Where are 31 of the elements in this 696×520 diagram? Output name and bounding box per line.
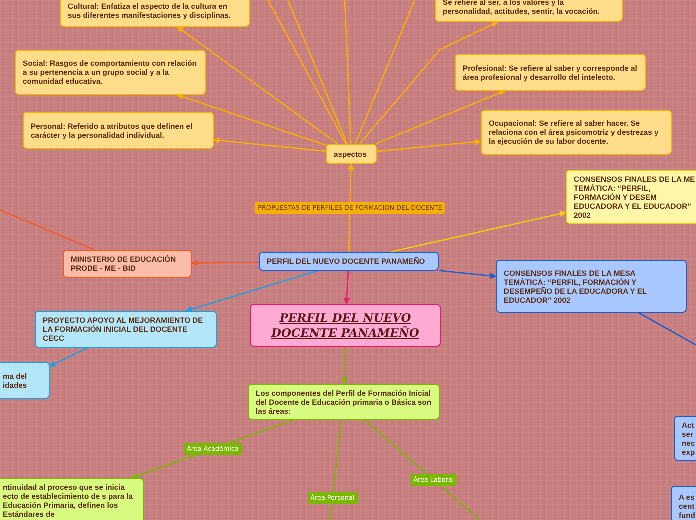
connector-arrow xyxy=(438,270,497,280)
topic-box xyxy=(63,250,192,278)
connector-arrow xyxy=(344,270,350,305)
topic-box xyxy=(35,311,217,348)
connector-arrow xyxy=(360,21,499,144)
connector-arrow xyxy=(191,260,259,266)
connector-arrow xyxy=(177,26,338,145)
topic-box xyxy=(15,50,206,95)
connector-arrow xyxy=(49,347,88,367)
topic-box xyxy=(248,384,440,420)
topic-box xyxy=(23,112,214,149)
connector-arrow xyxy=(376,90,506,145)
topic-box xyxy=(0,478,144,520)
topic-box xyxy=(259,252,439,271)
connector-arrow xyxy=(376,138,482,152)
topic-box xyxy=(566,170,696,224)
connector-arrow xyxy=(213,137,326,152)
connector-arrow xyxy=(391,210,567,253)
topic-box xyxy=(496,260,687,313)
connector-arrow xyxy=(176,94,326,146)
topic-box xyxy=(60,0,250,27)
central-topic-box xyxy=(250,304,441,347)
topic-box xyxy=(0,362,50,399)
connector-arrow xyxy=(341,346,348,385)
topic-box xyxy=(326,144,377,164)
central-topic-text: PERFIL DEL NUEVO DOCENTE PANAMEÑO xyxy=(270,310,420,340)
topic-box xyxy=(455,54,646,91)
topic-box xyxy=(481,110,672,155)
connector-arrow xyxy=(348,163,354,252)
topic-box xyxy=(435,0,623,22)
connector-arrow xyxy=(186,270,318,312)
